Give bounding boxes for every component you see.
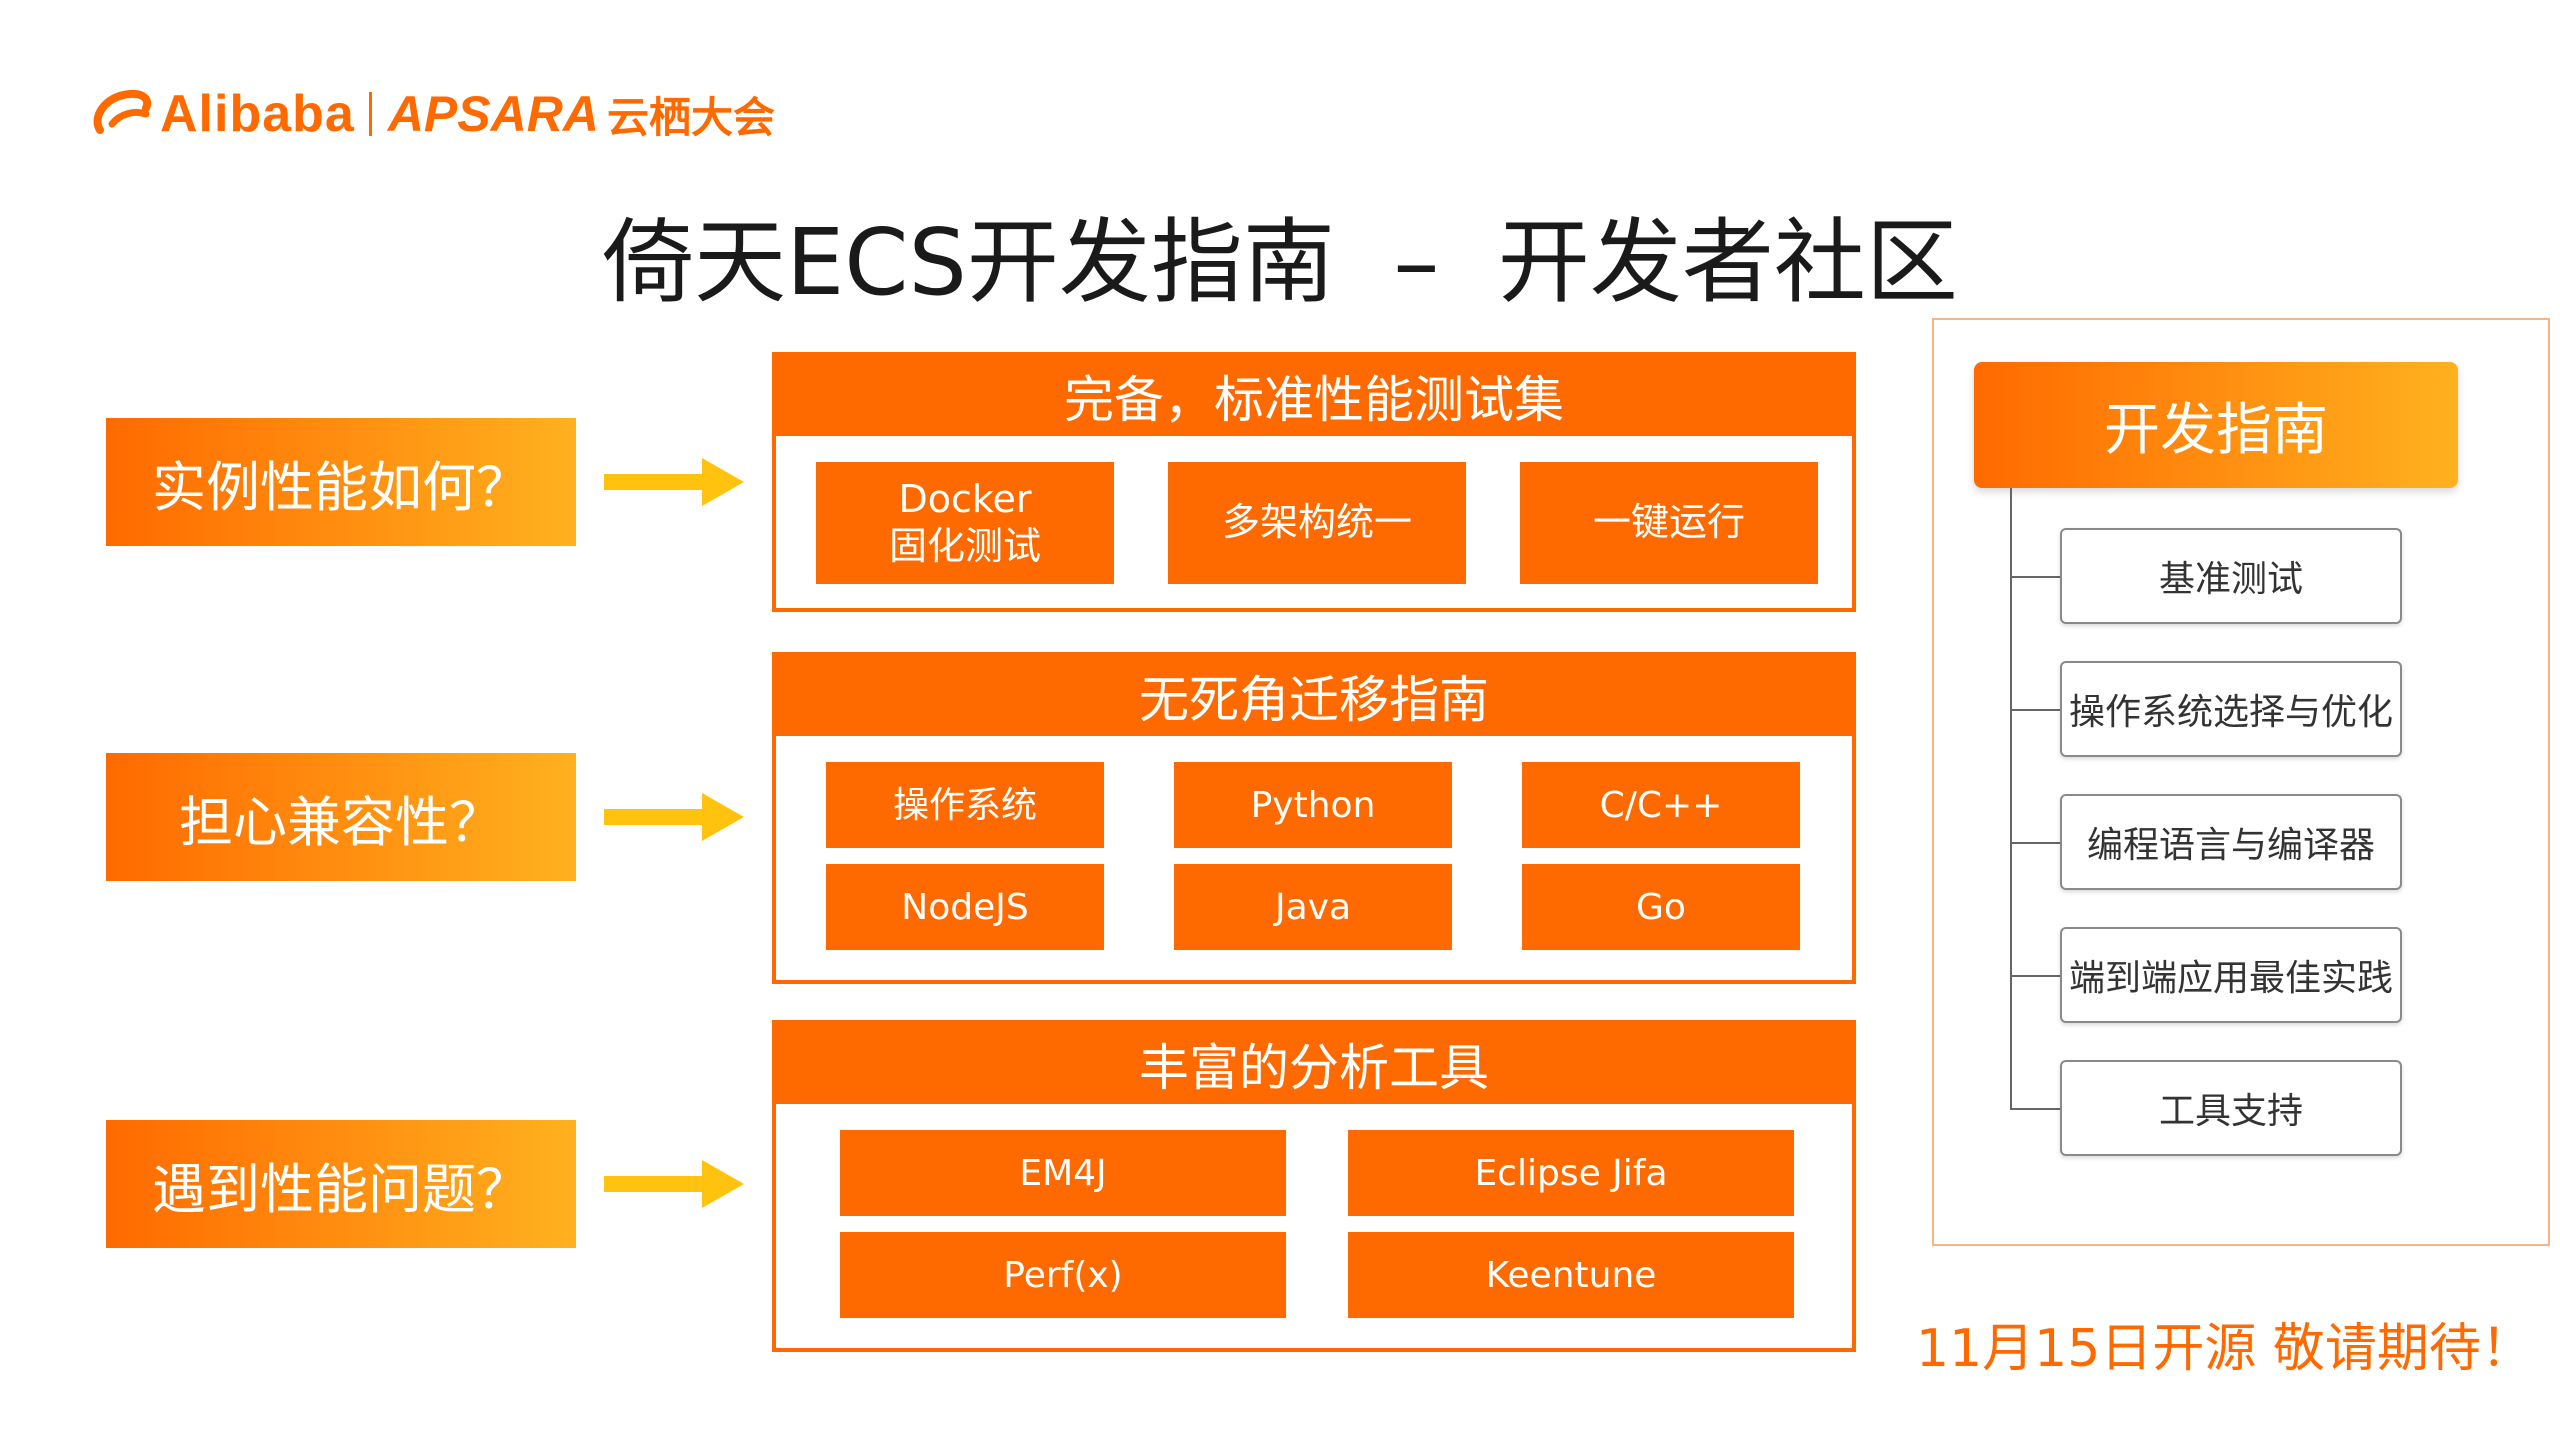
tree-branch <box>2010 1108 2062 1110</box>
arrow-right-icon <box>604 1160 744 1208</box>
tree-connector <box>2010 488 2012 1110</box>
page-title: 倚天ECS开发指南 – 开发者社区 <box>602 209 1958 316</box>
logo-separator <box>368 92 372 136</box>
guide-item-os: 操作系统选择与优化 <box>2060 661 2402 757</box>
tool-item: Eclipse Jifa <box>1348 1130 1794 1216</box>
question-perf-issue: 遇到性能问题？ <box>106 1120 576 1248</box>
guide-item-benchmark: 基准测试 <box>2060 528 2402 624</box>
migration-item: Java <box>1174 864 1452 950</box>
open-source-note: 11月15日开源 敬请期待！ <box>1916 1319 2533 1379</box>
panel-tools-title: 丰富的分析工具 <box>776 1024 1852 1104</box>
benchmark-item: 一键运行 <box>1520 462 1818 584</box>
tree-branch <box>2010 709 2062 711</box>
tree-branch <box>2010 842 2062 844</box>
guide-item-tools: 工具支持 <box>2060 1060 2402 1156</box>
migration-item: Go <box>1522 864 1800 950</box>
benchmark-item: 多架构统一 <box>1168 462 1466 584</box>
tree-branch <box>2010 576 2062 578</box>
migration-item: Python <box>1174 762 1452 848</box>
guide-frame <box>1932 318 2550 1246</box>
migration-item: 操作系统 <box>826 762 1104 848</box>
tool-item: EM4J <box>840 1130 1286 1216</box>
migration-item: C/C++ <box>1522 762 1800 848</box>
migration-item: NodeJS <box>826 864 1104 950</box>
benchmark-item: Docker 固化测试 <box>816 462 1114 584</box>
question-performance: 实例性能如何？ <box>106 418 576 546</box>
arrow-right-icon <box>604 793 744 841</box>
question-compatibility: 担心兼容性？ <box>106 753 576 881</box>
tool-item: Perf(x) <box>840 1232 1286 1318</box>
tree-branch <box>2010 975 2062 977</box>
guide-item-e2e: 端到端应用最佳实践 <box>2060 927 2402 1023</box>
alibaba-apsara-logo: Alibaba APSARA 云栖大会 <box>90 84 775 144</box>
logo-brand-text: Alibaba <box>160 85 355 143</box>
alibaba-mark-icon <box>93 89 152 134</box>
arrow-right-icon <box>604 458 744 506</box>
guide-item-language: 编程语言与编译器 <box>2060 794 2402 890</box>
logo-apsara-text: APSARA <box>387 86 599 142</box>
guide-title: 开发指南 <box>1974 362 2458 488</box>
logo-event-text: 云栖大会 <box>606 92 775 142</box>
panel-benchmark-title: 完备，标准性能测试集 <box>776 356 1852 436</box>
tool-item: Keentune <box>1348 1232 1794 1318</box>
panel-migration-title: 无死角迁移指南 <box>776 656 1852 736</box>
